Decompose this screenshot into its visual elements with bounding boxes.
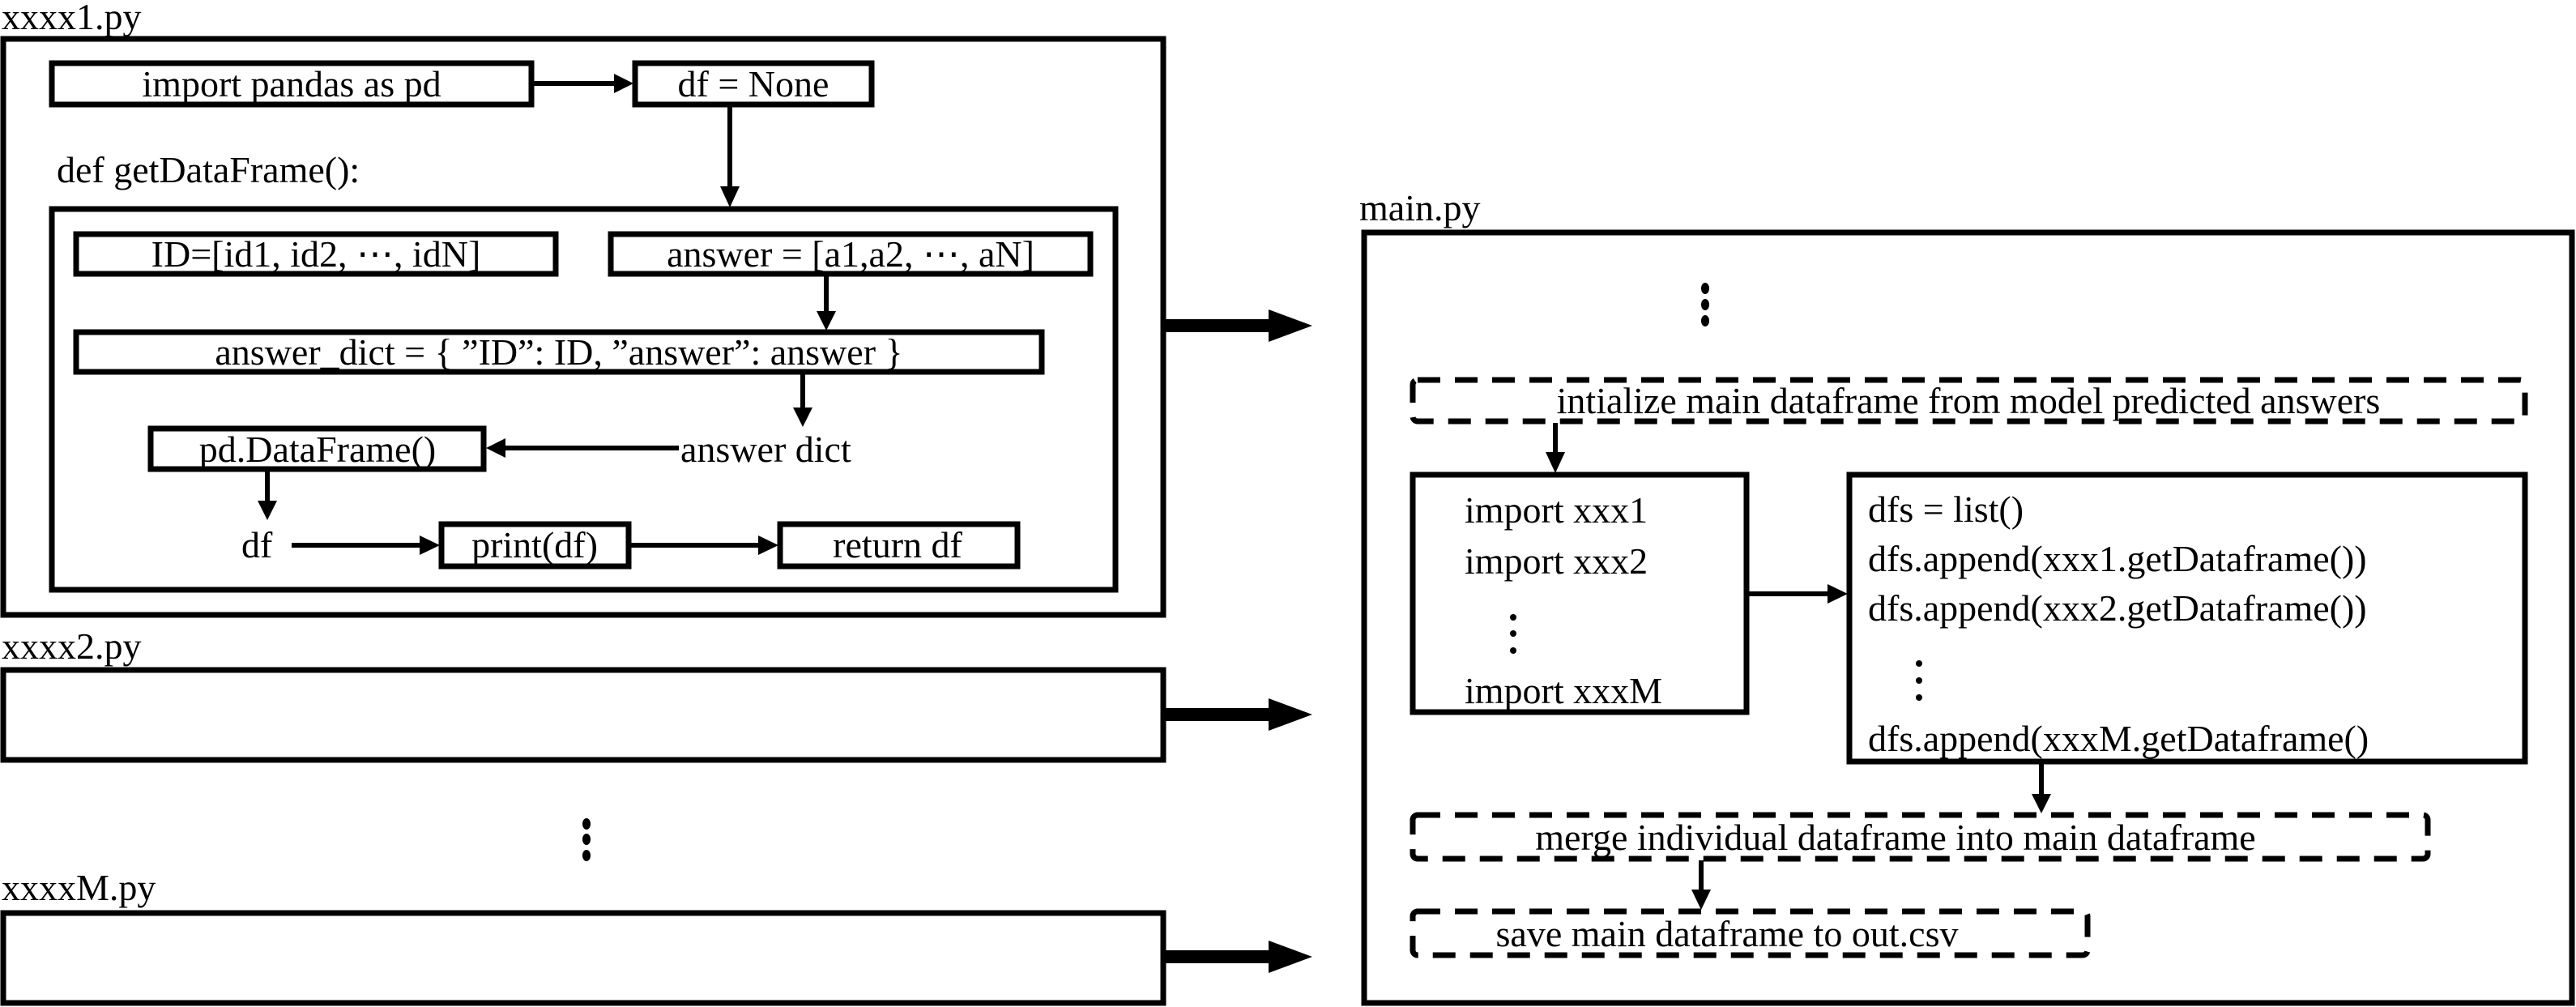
save-step-text: save main dataframe to out.csv <box>1496 913 1959 954</box>
df-ref-text: df <box>241 524 273 565</box>
import-line-2: import xxx2 <box>1465 540 1648 582</box>
file-xxxxM-box <box>0 910 1166 1006</box>
arrowhead <box>1691 890 1711 910</box>
file-xxxx1-label: xxxx1.py <box>2 0 142 37</box>
df-none-box <box>632 60 875 108</box>
return-df-text: return df <box>833 524 962 565</box>
answer-dict-box <box>73 329 1045 375</box>
merge-step-box <box>1410 812 2431 862</box>
file-xxxx2-label: xxxx2.py <box>2 625 142 667</box>
arrowhead <box>1269 698 1312 731</box>
answer-list-text: answer = [a1,a2, ⋯, aN] <box>667 233 1034 275</box>
pd-dataframe-text: pd.DataFrame() <box>199 429 437 470</box>
file-xxxx1-group: xxxx1.py import pandas as pd df = None d… <box>0 0 1166 618</box>
arrowhead <box>258 501 277 520</box>
arrowhead <box>720 186 740 207</box>
file-xxxxM-label: xxxxM.py <box>2 867 156 908</box>
arrowhead <box>1269 941 1312 973</box>
imports-box <box>1410 471 1750 715</box>
main-ellipsis-icon <box>1701 283 1709 326</box>
pd-dataframe-box <box>147 425 487 472</box>
id-list-box <box>73 231 559 277</box>
arrowhead <box>1546 452 1565 473</box>
arrowhead <box>793 407 812 427</box>
answer-list-box <box>608 231 1094 277</box>
dfs-box <box>1846 471 2528 765</box>
merge-step-text: merge individual dataframe into main dat… <box>1535 817 2255 858</box>
import-pandas-text: import pandas as pd <box>142 63 441 105</box>
arrowhead <box>2032 794 2051 813</box>
arrowhead <box>1269 309 1312 342</box>
dfs-line-3: dfs.append(xxx2.getDataframe()) <box>1868 587 2367 629</box>
df-none-text: df = None <box>678 63 830 105</box>
arrowhead <box>420 536 440 555</box>
import-pandas-box <box>49 60 535 108</box>
answer-dict-ref-text: answer dict <box>680 429 851 470</box>
file-xxxxM-group: xxxxM.py <box>0 867 1166 1006</box>
init-step-box <box>1410 377 2528 425</box>
return-df-box <box>777 521 1021 570</box>
file-xxxx2-group: xxxx2.py <box>0 625 1166 763</box>
dfs-line-2: dfs.append(xxx1.getDataframe()) <box>1868 538 2367 579</box>
dfs-line-1: dfs = list() <box>1868 489 2024 530</box>
arrowhead <box>817 311 836 331</box>
main-py-group: main.py intialize main dataframe from mo… <box>1359 187 2575 1006</box>
imports-ellipsis-icon <box>1510 614 1516 654</box>
dfs-ellipsis-icon <box>1916 660 1922 701</box>
answer-dict-text: answer_dict = { ”ID”: ID, ”answer”: answ… <box>215 331 902 373</box>
arrowhead <box>486 438 505 458</box>
save-step-box <box>1410 908 2091 958</box>
main-py-label: main.py <box>1359 187 1480 228</box>
dfs-line-M: dfs.append(xxxM.getDataframe() <box>1868 718 2369 759</box>
arrowhead <box>1828 584 1848 604</box>
arrowhead <box>758 536 778 555</box>
print-df-box <box>438 521 632 570</box>
func-def-label: def getDataFrame(): <box>57 149 360 190</box>
files-ellipsis-icon <box>582 818 591 861</box>
import-line-1: import xxx1 <box>1465 489 1648 531</box>
print-df-text: print(df) <box>471 524 598 565</box>
import-line-M: import xxxM <box>1465 670 1662 711</box>
id-list-text: ID=[id1, id2, ⋯, idN] <box>151 233 481 275</box>
file-xxxx2-box <box>0 667 1166 763</box>
init-step-text: intialize main dataframe from model pred… <box>1557 380 2381 421</box>
arrowhead <box>614 74 633 93</box>
